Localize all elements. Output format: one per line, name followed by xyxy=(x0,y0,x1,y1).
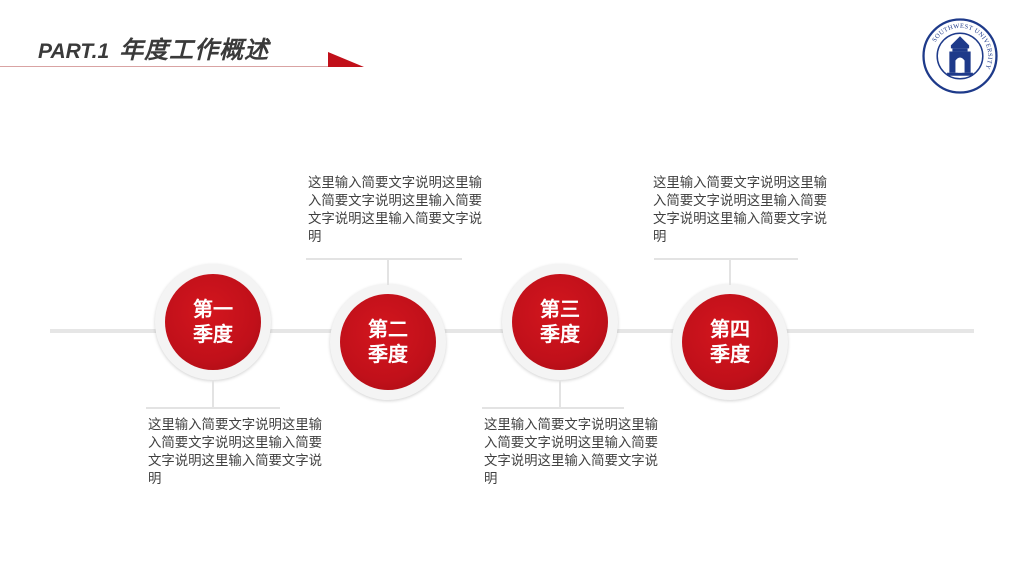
university-seal-icon: SOUTHWEST UNIVERSITY xyxy=(922,18,998,94)
stage-3-underline xyxy=(482,407,624,409)
stage-3: 第三 季度 xyxy=(502,264,618,380)
stage-3-label: 第三 季度 xyxy=(540,297,580,346)
stage-2-connector xyxy=(387,259,389,285)
stage-1-description: 这里输入简要文字说明这里输入简要文字说明这里输入简要文字说明这里输入简要文字说明 xyxy=(148,418,323,487)
stage-2-circle: 第二 季度 xyxy=(340,294,436,390)
stage-3-description: 这里输入简要文字说明这里输入简要文字说明这里输入简要文字说明这里输入简要文字说明 xyxy=(484,418,659,487)
stage-2-underline xyxy=(306,258,462,260)
stage-1-connector xyxy=(212,380,214,408)
stage-4-connector xyxy=(729,259,731,285)
stage-1-label: 第一 季度 xyxy=(193,297,233,346)
stage-1-circle: 第一 季度 xyxy=(165,274,261,370)
stage-4-underline xyxy=(654,258,798,260)
stage-4-label: 第四 季度 xyxy=(710,317,750,366)
stage-4-description: 这里输入简要文字说明这里输入简要文字说明这里输入简要文字说明这里输入简要文字说明 xyxy=(653,176,828,245)
header-triangle-icon xyxy=(328,52,364,67)
stage-2: 第二 季度 xyxy=(330,284,446,400)
stage-1: 第一 季度 xyxy=(155,264,271,380)
part-label: PART.1 xyxy=(38,40,110,63)
header-divider xyxy=(0,66,330,67)
section-title: 年度工作概述 xyxy=(119,36,270,64)
stage-2-description: 这里输入简要文字说明这里输入简要文字说明这里输入简要文字说明这里输入简要文字说明 xyxy=(308,176,483,245)
stage-3-circle: 第三 季度 xyxy=(512,274,608,370)
stage-4-circle: 第四 季度 xyxy=(682,294,778,390)
stage-2-label: 第二 季度 xyxy=(368,317,408,366)
page-title: PART.1 年度工作概述 xyxy=(38,30,269,65)
stage-3-connector xyxy=(559,380,561,408)
stage-4: 第四 季度 xyxy=(672,284,788,400)
stage-1-underline xyxy=(146,407,280,409)
